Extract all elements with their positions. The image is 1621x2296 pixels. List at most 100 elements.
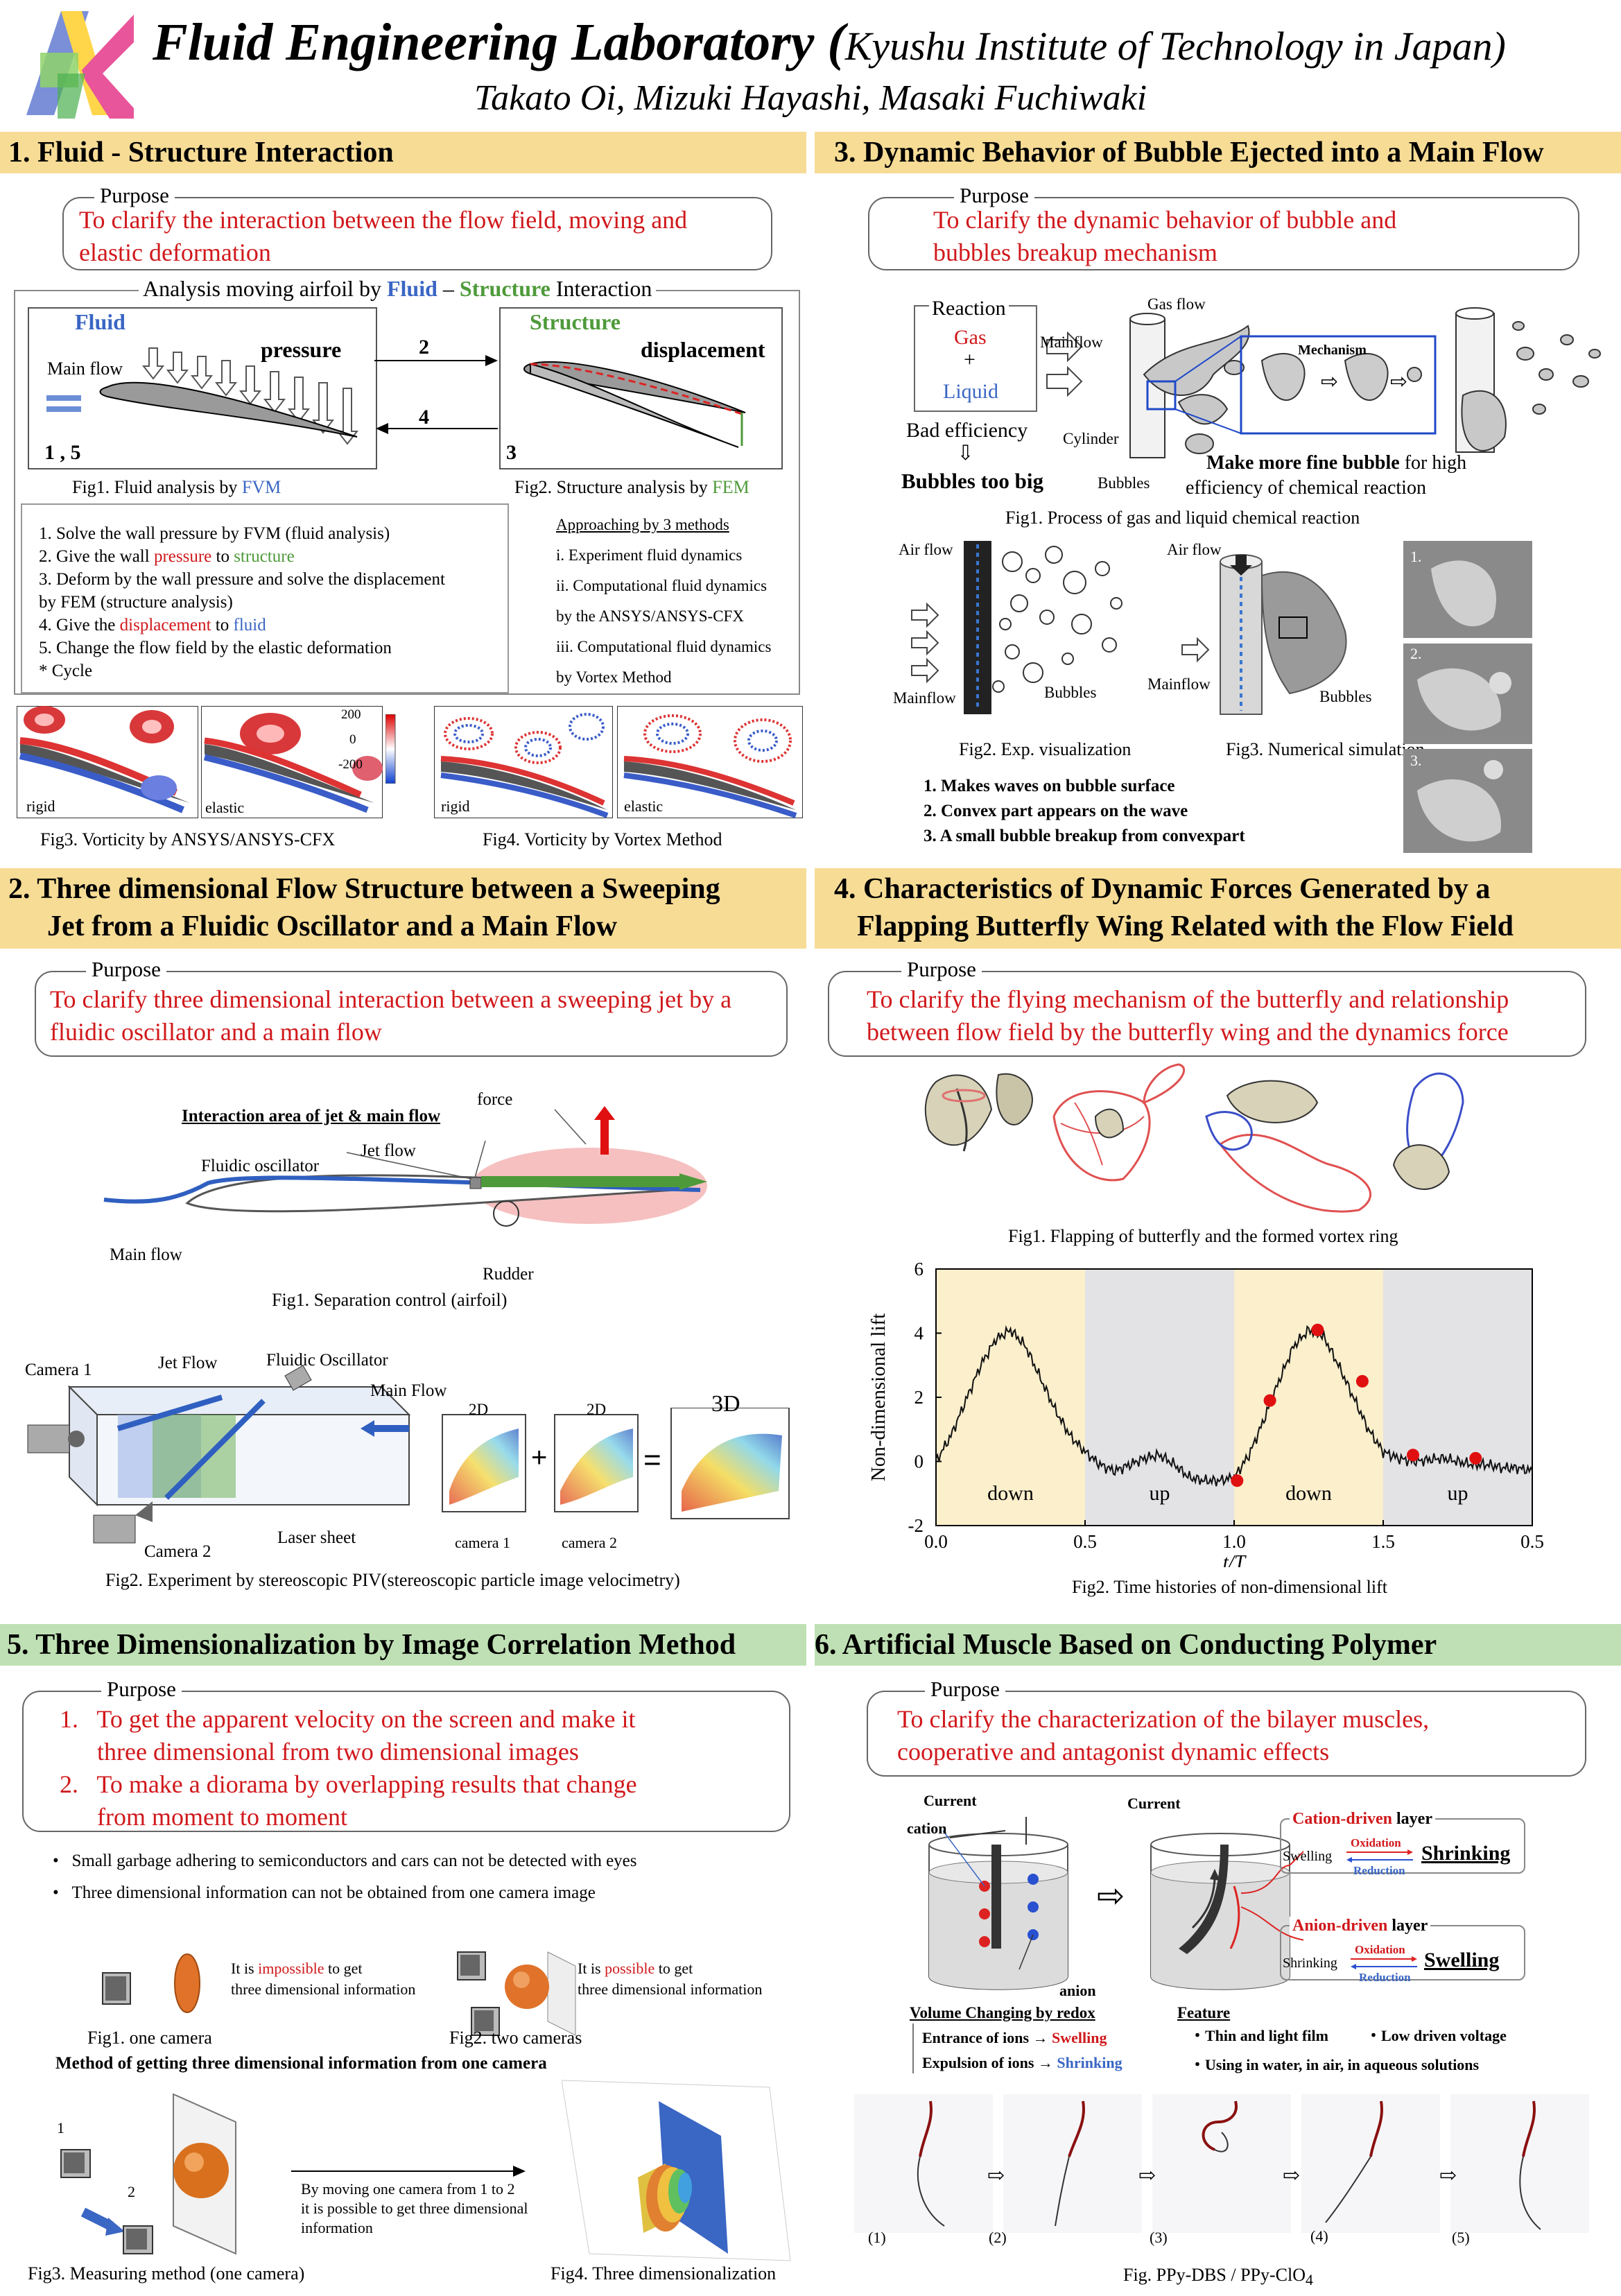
displacement-label: displacement: [641, 337, 765, 362]
step-label-1: (1): [868, 2229, 886, 2246]
moving-text-1: By moving one camera from 1 to 2: [301, 2180, 515, 2198]
separation-control-figure: [103, 1106, 707, 1227]
purpose-label-5: Purpose: [101, 1677, 182, 1702]
three-dimensionalization-figure: [562, 2080, 791, 2261]
vorticity-ansys-rigid: [17, 706, 198, 818]
rigid-label-b: rigid: [441, 797, 470, 815]
x-tick-label: 1.5: [1371, 1531, 1395, 1552]
phase-band: [1383, 1269, 1532, 1526]
step-cycle: * Cycle: [39, 662, 93, 680]
position-1: 1: [57, 2119, 64, 2137]
feature-title: Feature: [1177, 2004, 1231, 2021]
reduction-b: Reduction: [1359, 1971, 1411, 1984]
authors: Takato Oi, Mizuki Hayashi, Masaki Fuchiw…: [474, 78, 1147, 118]
step-1: 1. Solve the wall pressure by FVM (fluid…: [39, 524, 390, 543]
purpose-box-3: [868, 197, 1579, 270]
bullet-1: • Small garbage adhering to semiconducto…: [53, 1852, 637, 1870]
colorbar-min: -200: [338, 757, 363, 772]
purpose-label-3: Purpose: [954, 183, 1034, 208]
fig1-caption-s5: Fig1. one camera: [87, 2028, 212, 2048]
bubbles-b: Bubbles: [1319, 688, 1372, 705]
fig1-caption-fvm: Fig1. Fluid analysis by FVM: [72, 477, 281, 497]
down-arrow: ⇩: [957, 442, 975, 465]
section-title-5: 5. Three Dimensionalization by Image Cor…: [7, 1629, 736, 1661]
section-bar-3: [815, 132, 1621, 173]
butterfly-vortex-figure: [924, 1063, 1464, 1213]
fig3-caption-s3: Fig3. Numerical simulation: [1226, 739, 1425, 759]
purpose-label-6: Purpose: [925, 1677, 1005, 1702]
oxidation-b: Oxidation: [1355, 1943, 1405, 1956]
cylinder-label: Cylinder: [1063, 430, 1119, 447]
shrinking-small: Shrinking: [1283, 1956, 1337, 1971]
fig2-caption-s2: Fig2. Experiment by stereoscopic PIV(ste…: [105, 1570, 680, 1590]
vorticity-ansys-elastic: [201, 706, 383, 818]
purpose-box-5: [22, 1691, 790, 1832]
step-3b: by FEM (structure analysis): [39, 593, 233, 612]
fluidic-oscillator-label: Fluidic oscillator: [201, 1157, 320, 1175]
cycle-arrows: [374, 355, 498, 434]
purpose-text-2: To clarify three dimensional interaction…: [50, 985, 732, 1046]
bubbles-label-top: Bubbles: [1098, 474, 1150, 492]
lift-series-line: [935, 1324, 1533, 1487]
mainflow-a: Mainflow: [893, 689, 956, 707]
y-tick-label: 0: [914, 1451, 924, 1472]
swelling-small: Swelling: [1283, 1849, 1333, 1864]
fig2-caption-s5: Fig2. two cameras: [449, 2028, 582, 2048]
approach-2: ii. Computational fluid dynamics: [556, 577, 768, 594]
x-tick-label: 0.0: [924, 1531, 948, 1552]
approach-title: Approaching by 3 methods: [556, 516, 729, 533]
piv-vector-fields: + =: [442, 1408, 790, 1519]
moving-text-2: it is possible to get three dimensional: [301, 2200, 528, 2217]
camera1-small: camera 1: [455, 1534, 510, 1551]
section-bar-1: [0, 132, 806, 173]
fluid-label: Fluid: [75, 309, 125, 334]
purpose-text-3: To clarify the dynamic behavior of bubbl…: [933, 206, 1397, 266]
approach-1: i. Experiment fluid dynamics: [556, 546, 743, 564]
structure-panel: [499, 307, 783, 469]
section-title-6: 6. Artificial Muscle Based on Conducting…: [815, 1629, 1437, 1661]
fig-caption-s6: Fig. PPy-DBS / PPy-ClO4: [1123, 2265, 1313, 2289]
pressure-label: pressure: [261, 337, 342, 362]
fig3-caption-s5: Fig3. Measuring method (one camera): [28, 2263, 305, 2284]
step-num-3: 3: [506, 441, 517, 464]
breakup-point-1: 1. Makes waves on bubble surface: [924, 777, 1175, 795]
y-tick-label: 6: [914, 1259, 924, 1279]
arrow-seq-2: ⇨: [1138, 2164, 1156, 2187]
y-tick-label: 2: [914, 1387, 924, 1408]
lift-marker: [1469, 1451, 1482, 1465]
section-bar-4: [815, 868, 1621, 949]
breakup-point-3: 3. A small bubble breakup from convexpar…: [924, 827, 1245, 845]
two-cameras-figure: [457, 1951, 576, 2036]
main-flow-label-s2: Main flow: [110, 1245, 182, 1264]
entrance-line: Entrance of ions → Swelling: [922, 2029, 1107, 2046]
cation-driven-title: Cation-driven layer: [1290, 1810, 1435, 1829]
purpose-5-line1: 1. To get the apparent velocity on the s…: [60, 1705, 636, 1733]
colorbar-mid: 0: [349, 732, 356, 747]
structure-airfoil-figure: [523, 361, 746, 448]
gas-flow-label: Gas flow: [1147, 295, 1206, 313]
label-2d-a: 2D: [469, 1401, 489, 1418]
steps-box: [21, 503, 509, 693]
step-3: 3. Deform by the wall pressure and solve…: [39, 570, 445, 589]
svg-text:⇨: ⇨: [1097, 1876, 1125, 1915]
phase-band: [1234, 1269, 1383, 1526]
muscle-sequence-photos: [854, 2094, 1589, 2233]
redox-arrows-b: [1351, 1956, 1417, 1969]
laser-sheet-label: Laser sheet: [277, 1528, 356, 1547]
stereo-piv-setup: [27, 1365, 411, 1544]
bubble-process-figure: ⇨ ⇨: [1046, 307, 1601, 458]
rigid-label-a: rigid: [26, 797, 55, 815]
vorticity-vortex-elastic: [617, 706, 803, 818]
one-camera-figure: [102, 1953, 200, 2013]
fig4-caption-s5: Fig4. Three dimensionalization: [551, 2263, 777, 2284]
mechanism-label: Mechanism: [1298, 343, 1367, 358]
feature-1: ・Thin and light film: [1190, 2027, 1328, 2044]
impossible-text: It is impossible to get: [231, 1960, 363, 1977]
elastic-label-a: elastic: [205, 799, 245, 816]
lift-marker: [1311, 1323, 1324, 1336]
force-label: force: [477, 1090, 513, 1109]
redox-arrows-a: [1346, 1849, 1413, 1863]
plus-label: +: [964, 348, 976, 371]
label-3d: 3D: [711, 1391, 740, 1417]
